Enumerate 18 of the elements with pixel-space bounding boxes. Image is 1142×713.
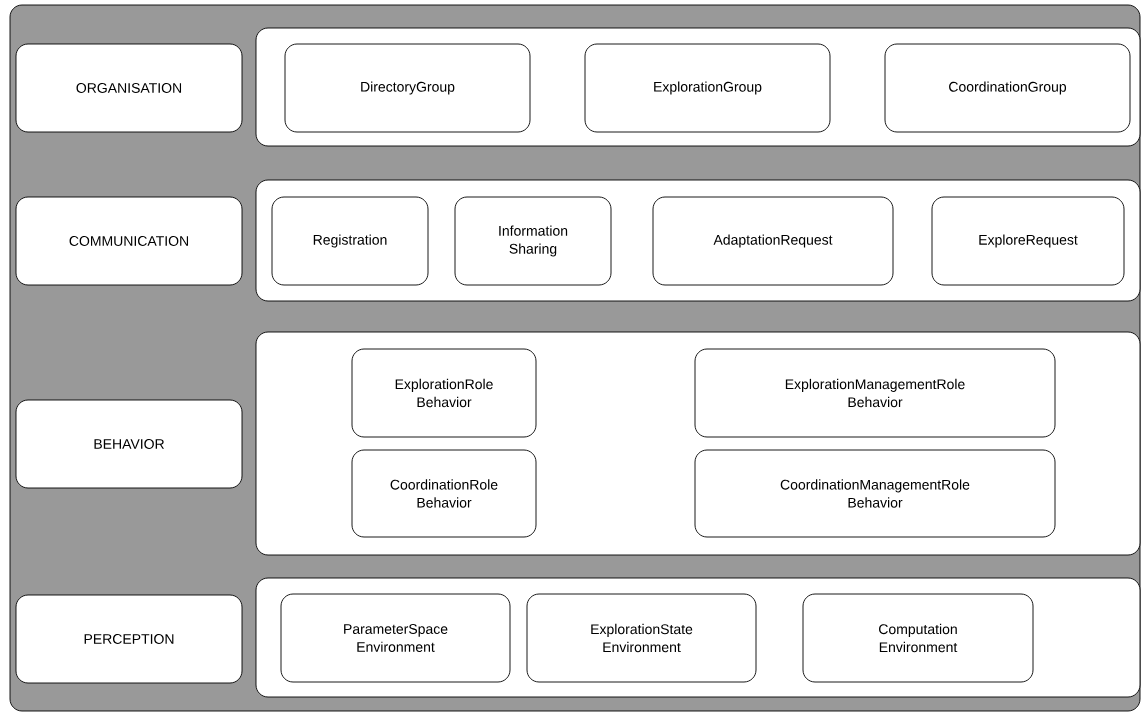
layer-label-box: COMMUNICATION bbox=[15, 196, 243, 286]
component-box: Registration bbox=[271, 196, 429, 286]
layer-label-box: PERCEPTION bbox=[15, 594, 243, 684]
component-box: ExploreRequest bbox=[931, 196, 1125, 286]
layer-label-box: ORGANISATION bbox=[15, 43, 243, 133]
layer-label-box: BEHAVIOR bbox=[15, 399, 243, 489]
component-box: DirectoryGroup bbox=[284, 43, 531, 133]
component-box: CoordinationRole Behavior bbox=[351, 449, 537, 538]
component-box: ParameterSpace Environment bbox=[280, 593, 511, 683]
component-box: AdaptationRequest bbox=[652, 196, 894, 286]
component-box: ExplorationState Environment bbox=[526, 593, 757, 683]
component-box: Information Sharing bbox=[454, 196, 612, 286]
component-box: Computation Environment bbox=[802, 593, 1034, 683]
component-box: CoordinationManagementRole Behavior bbox=[694, 449, 1056, 538]
component-box: ExplorationManagementRole Behavior bbox=[694, 348, 1056, 438]
component-box: ExplorationRole Behavior bbox=[351, 348, 537, 438]
component-box: CoordinationGroup bbox=[884, 43, 1131, 133]
component-box: ExplorationGroup bbox=[584, 43, 831, 133]
